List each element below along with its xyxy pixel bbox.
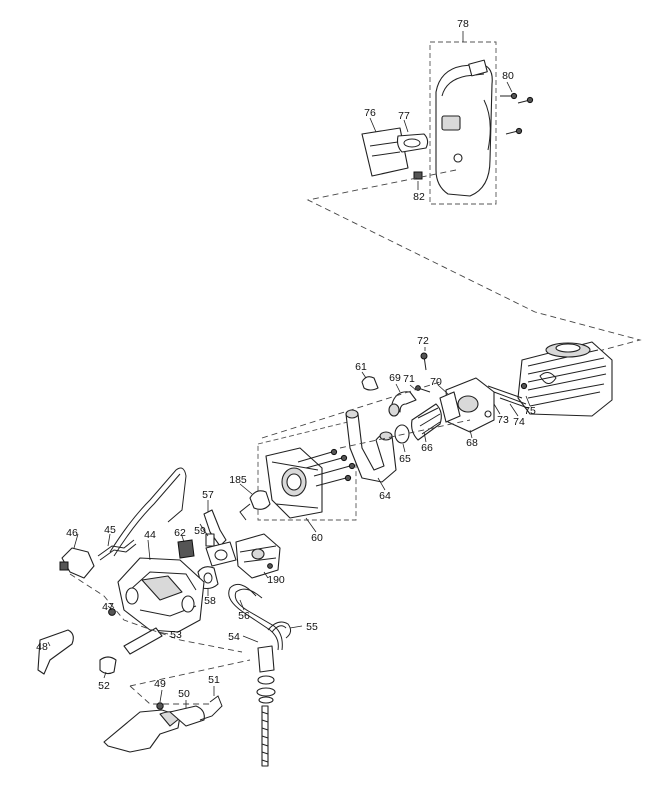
callout-62: 62 — [174, 527, 186, 539]
fuel-filter[interactable] — [177, 539, 195, 559]
fuel-tank-housing[interactable] — [117, 557, 205, 633]
carburetor[interactable] — [235, 533, 281, 579]
muffler-screws[interactable] — [500, 92, 534, 135]
stop-rod[interactable] — [123, 627, 163, 655]
callout-78: 78 — [457, 18, 469, 30]
muffler-plate[interactable] — [361, 127, 409, 177]
muffler-gasket[interactable] — [396, 133, 429, 153]
callout-50: 50 — [178, 688, 190, 700]
carburetor-gasket[interactable] — [205, 541, 237, 567]
callout-57: 57 — [202, 489, 214, 501]
callout-66: 66 — [421, 442, 433, 454]
callout-69: 69 — [389, 372, 401, 384]
callout-52: 52 — [98, 680, 110, 692]
cylinder-bolts[interactable] — [487, 382, 529, 409]
callout-64: 64 — [379, 490, 391, 502]
muffler-bolt-hole — [453, 153, 463, 163]
leader-lines — [47, 347, 531, 708]
callout-labels: 78 80 76 77 82 72 61 69 71 70 73 74 75 6… — [36, 18, 536, 700]
callout-185: 185 — [229, 474, 247, 486]
callout-46: 46 — [66, 527, 78, 539]
callout-76: 76 — [364, 107, 376, 119]
callout-48: 48 — [36, 641, 48, 653]
throttle-rod[interactable] — [97, 539, 137, 561]
callout-44: 44 — [144, 529, 156, 541]
fuel-hose-long[interactable] — [228, 583, 283, 651]
callout-58: 58 — [204, 595, 216, 607]
callout-190: 190 — [267, 574, 285, 586]
muffler-group — [306, 31, 642, 373]
callout-74: 74 — [513, 416, 525, 428]
intake-manifold[interactable] — [445, 377, 495, 433]
throttle-link[interactable] — [169, 705, 205, 727]
callout-77: 77 — [398, 110, 410, 122]
callout-54: 54 — [228, 631, 240, 643]
callout-53: 53 — [170, 629, 182, 641]
choke-lever[interactable] — [239, 490, 271, 521]
callout-82: 82 — [413, 191, 425, 203]
callout-65: 65 — [399, 453, 411, 465]
callout-80: 80 — [502, 70, 514, 82]
callout-47: 47 — [102, 601, 114, 613]
callout-60: 60 — [311, 532, 323, 544]
carburetor-holder-group — [257, 419, 357, 521]
muffler-outlet — [441, 115, 461, 131]
manifold-gasket[interactable] — [439, 391, 461, 423]
callout-71: 71 — [403, 373, 415, 385]
intake-boot[interactable] — [411, 403, 442, 441]
callout-51: 51 — [208, 674, 220, 686]
control-cable[interactable] — [109, 467, 187, 557]
throttle-trigger[interactable] — [59, 547, 95, 579]
return-spring[interactable] — [199, 695, 223, 721]
callout-70: 70 — [430, 376, 442, 388]
fuel-pickup[interactable] — [256, 645, 276, 767]
handle-nut[interactable] — [108, 608, 116, 616]
callout-73: 73 — [497, 414, 509, 426]
cylinder[interactable] — [517, 341, 613, 417]
handle-fastener[interactable] — [156, 702, 164, 710]
fuel-hose-short[interactable] — [203, 509, 227, 547]
boot-clamp[interactable] — [394, 424, 410, 444]
callout-49: 49 — [154, 678, 166, 690]
callout-61: 61 — [355, 361, 367, 373]
hose-clip[interactable] — [361, 376, 379, 391]
impulse-elbow[interactable] — [388, 391, 417, 417]
callout-72: 72 — [417, 335, 429, 347]
callout-68: 68 — [466, 437, 478, 449]
fuel-fitting[interactable] — [205, 533, 215, 547]
callout-59: 59 — [194, 525, 206, 537]
muffler-cap — [468, 59, 488, 77]
manifold-screw[interactable] — [420, 352, 428, 371]
impulse-hose[interactable] — [345, 409, 397, 483]
callout-56: 56 — [238, 610, 250, 622]
muffler-nut[interactable] — [413, 171, 423, 180]
primer-knob[interactable] — [99, 656, 117, 675]
callout-45: 45 — [104, 524, 116, 536]
callout-75: 75 — [524, 405, 536, 417]
handle-bracket[interactable] — [37, 629, 74, 675]
hose-loop[interactable] — [267, 621, 292, 639]
muffler-body[interactable] — [435, 63, 493, 197]
rear-handle[interactable] — [103, 709, 181, 753]
callout-55: 55 — [306, 621, 318, 633]
